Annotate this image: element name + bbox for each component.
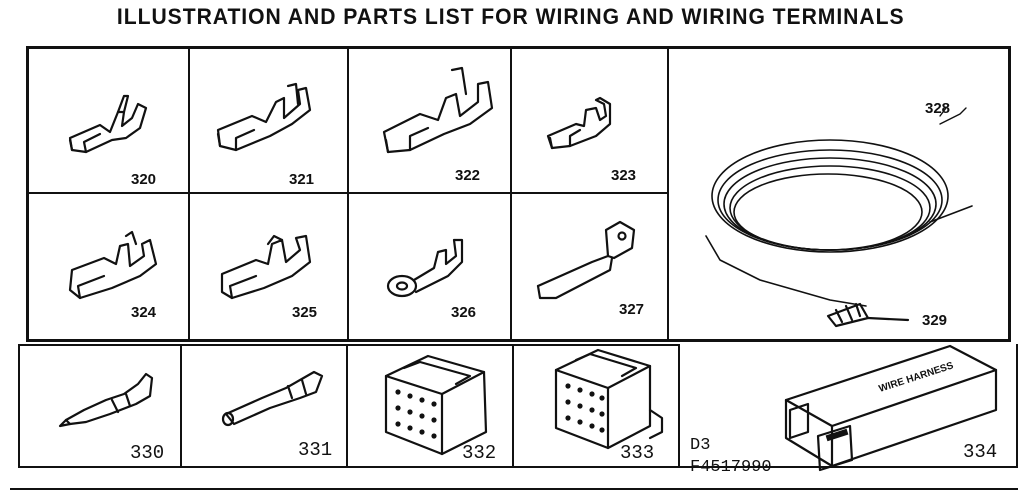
connector-block-333-icon: [554, 348, 664, 450]
terminal-321-icon: [216, 82, 312, 152]
terminal-324-icon: [68, 230, 158, 300]
ring-terminal-326-icon: [386, 238, 464, 298]
page-title: ILLUSTRATION AND PARTS LIST FOR WIRING A…: [116, 4, 905, 29]
terminal-325-icon: [220, 234, 312, 300]
part-number-322: 322: [455, 167, 481, 184]
connector-332-holes: [395, 389, 437, 439]
part-number-328: 328: [925, 100, 951, 117]
terminal-323-icon: [546, 96, 612, 150]
part-number-327: 327: [619, 301, 645, 318]
part-number-323: 323: [611, 167, 637, 184]
tab-terminal-327-icon: [536, 220, 636, 300]
wire-harness-334-icon: [784, 344, 998, 472]
terminal-320-icon: [68, 94, 148, 154]
pin-terminal-330-icon: [58, 372, 154, 428]
terminal-322-icon: [382, 66, 494, 154]
harness-wire-ends: [825, 428, 849, 442]
wire-nut-329-icon: [826, 302, 910, 328]
part-number-329: 329: [922, 312, 948, 329]
part-number-332: 332: [462, 442, 497, 464]
part-number-333: 333: [620, 442, 655, 464]
socket-terminal-331-icon: [221, 370, 324, 427]
part-number-326: 326: [451, 304, 477, 321]
top-parts-frame: [26, 46, 1011, 342]
part-number-330: 330: [130, 442, 165, 464]
wire-coil-328-icon: [705, 107, 973, 307]
part-number-321: 321: [289, 171, 315, 188]
connector-block-332-icon: [384, 354, 488, 456]
part-number-324: 324: [131, 304, 157, 321]
part-number-325: 325: [292, 304, 318, 321]
diagram-code: D3: [690, 436, 711, 455]
part-number-331: 331: [298, 439, 333, 461]
part-number-334: 334: [963, 441, 998, 463]
part-number-320: 320: [131, 171, 157, 188]
connector-333-holes: [565, 383, 605, 433]
diagram-number: F4517990: [690, 458, 772, 477]
